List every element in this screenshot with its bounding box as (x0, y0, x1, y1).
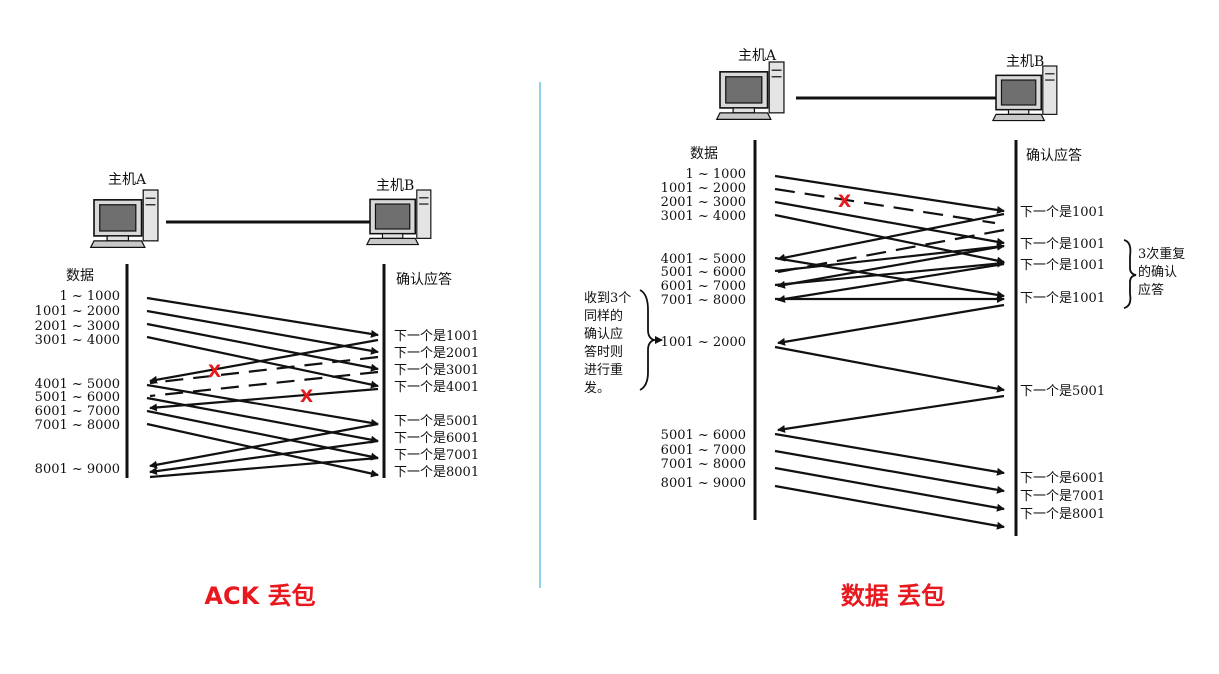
left-data-header: 数据 (66, 268, 94, 284)
right-lost-mark: X (838, 192, 851, 212)
left-caption: ACK 丢包 (204, 582, 315, 610)
left-data-arrow (146, 409, 379, 461)
right-ack-arrow (777, 303, 1005, 346)
right-seg-label: 7001 ~ 8000 (661, 293, 746, 308)
left-ack-label: 下一个是6001 (394, 431, 479, 446)
right-ack-arrow (777, 394, 1005, 433)
right-ack-label: 下一个是8001 (1020, 507, 1105, 522)
left-seg-label: 7001 ~ 8000 (35, 418, 120, 433)
right-resend-label: 1001 ~ 2000 (661, 335, 746, 350)
left-seg-label: 4001 ~ 5000 (35, 377, 120, 392)
right-ack-arrow (777, 244, 1005, 289)
left-ack-arrow (149, 456, 379, 479)
right-seg-label: 2001 ~ 3000 (661, 195, 746, 210)
right-resend-note-line: 进行重 (584, 362, 623, 378)
right-ack-label: 下一个是1001 (1020, 237, 1105, 252)
left-ack-label: 下一个是8001 (394, 465, 479, 480)
right-resend-note-line: 收到3个 (584, 291, 631, 306)
left-ack-header: 确认应答 (396, 271, 452, 288)
left-host-a-label: 主机A (108, 172, 147, 188)
right-data-arrow-lost (774, 187, 996, 225)
right-data-arrow (774, 466, 1005, 512)
right-seg-label: 1001 ~ 2000 (661, 181, 746, 196)
right-ack-label: 下一个是6001 (1020, 471, 1105, 486)
right-host-a-label: 主机A (738, 48, 777, 64)
left-data-arrow (146, 309, 379, 355)
left-data-arrow (146, 383, 379, 427)
right-ack-label: 下一个是1001 (1020, 205, 1105, 220)
left-data-arrow (146, 396, 379, 444)
left-seg-label: 1001 ~ 2000 (35, 304, 120, 319)
right-seg-label: 8001 ~ 9000 (661, 476, 746, 491)
right-seg-label: 5001 ~ 6000 (661, 428, 746, 443)
right-seg-label: 6001 ~ 7000 (661, 279, 746, 294)
right-ack-header: 确认应答 (1026, 147, 1082, 164)
right-resend-note-line: 发。 (584, 380, 610, 396)
left-data-arrow (146, 296, 379, 338)
left-seg-label: 1 ~ 1000 (59, 289, 120, 304)
right-dup-note-line: 应答 (1138, 282, 1164, 298)
right-data-arrow (774, 174, 1005, 214)
left-seg-label: 2001 ~ 3000 (35, 319, 120, 334)
right-resend-note-line: 答时则 (584, 344, 623, 360)
right-seg-label: 6001 ~ 7000 (661, 443, 746, 458)
right-ack-label: 下一个是1001 (1020, 291, 1105, 306)
right-seg-label: 5001 ~ 6000 (661, 265, 746, 280)
right-resend-arrow (774, 345, 1005, 393)
left-ack-arrow-lost (149, 370, 379, 398)
right-host-a-computer-icon (715, 61, 785, 121)
left-seg-label: 6001 ~ 7000 (35, 404, 120, 419)
left-ack-label: 下一个是5001 (394, 414, 479, 429)
right-data-arrow (774, 432, 1005, 476)
left-diagram: 主机A 主机B 数据 确认应答 1 ~ 1000 1001 ~ 2000 200… (35, 172, 479, 610)
left-host-b-computer-icon (366, 189, 432, 246)
left-data-arrow (146, 422, 379, 478)
left-ack-arrow (149, 422, 379, 469)
left-seg-label: 3001 ~ 4000 (35, 333, 120, 348)
right-ack-arrow (777, 212, 1005, 262)
right-host-b-label: 主机B (1006, 54, 1044, 70)
right-dup-note-line: 3次重复 (1138, 246, 1185, 262)
right-data-arrow (774, 449, 1005, 494)
left-ack-label: 下一个是2001 (394, 346, 479, 361)
right-host-b-computer-icon (992, 65, 1058, 122)
right-data-arrow (774, 256, 1005, 299)
right-arrows (774, 174, 1005, 530)
right-seg-label: 3001 ~ 4000 (661, 209, 746, 224)
right-caption: 数据 丢包 (841, 582, 945, 610)
right-resend-note-line: 同样的 (584, 308, 623, 324)
left-ack-label: 下一个是7001 (394, 448, 479, 463)
right-ack-arrow (777, 262, 1005, 303)
right-diagram: 主机A 主机B 数据 确认应答 1 ~ 1000 1001 ~ 2000 200… (584, 48, 1185, 610)
right-data-arrow (774, 259, 1005, 287)
left-lost-mark: X (208, 362, 221, 382)
left-host-a-computer-icon (89, 189, 159, 249)
left-ack-label: 下一个是4001 (394, 380, 479, 395)
right-ack-label: 下一个是5001 (1020, 384, 1105, 399)
right-data-arrow (774, 213, 1005, 265)
right-seg-label: 1 ~ 1000 (685, 167, 746, 182)
left-lost-mark: X (300, 387, 313, 407)
left-seg-label: 5001 ~ 6000 (35, 390, 120, 405)
left-seg-label: 8001 ~ 9000 (35, 462, 120, 477)
right-data-arrow (774, 484, 1005, 530)
right-data-arrow (774, 242, 1005, 273)
left-ack-arrow (149, 338, 379, 384)
right-seg-label: 7001 ~ 8000 (661, 457, 746, 472)
left-host-b-label: 主机B (376, 178, 414, 194)
right-seg-label: 4001 ~ 5000 (661, 252, 746, 267)
left-ack-arrow (149, 439, 379, 476)
left-arrows (146, 296, 379, 479)
left-ack-label: 下一个是1001 (394, 329, 479, 344)
left-ack-arrow-lost (149, 355, 379, 385)
right-data-header: 数据 (690, 146, 718, 162)
left-ack-label: 下一个是3001 (394, 363, 479, 378)
right-dup-note-line: 的确认 (1138, 264, 1177, 280)
right-resend-brace (639, 289, 657, 391)
right-resend-note-line: 确认应 (584, 326, 623, 342)
right-ack-label: 下一个是1001 (1020, 258, 1105, 273)
right-dup-brace (1123, 239, 1137, 309)
right-ack-label: 下一个是7001 (1020, 489, 1105, 504)
